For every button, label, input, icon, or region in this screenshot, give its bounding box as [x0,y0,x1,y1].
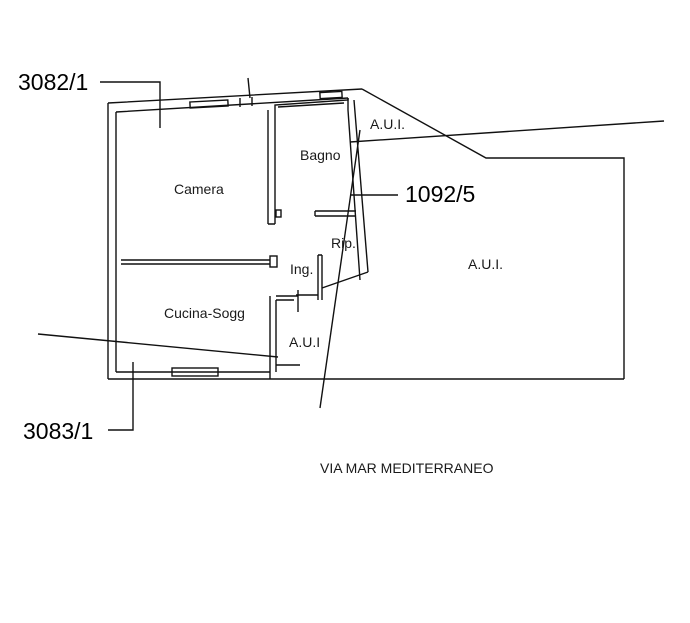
ing-wall [276,295,298,301]
room-label-cucina-sogg: Cucina-Sogg [164,305,245,321]
rip-wall [317,254,323,300]
camera-right-wall [267,109,276,225]
room-label-ing: Ing. [290,261,314,277]
boundary-line-diagonal [319,129,361,409]
door-top [239,77,253,107]
parcel-label-3083-1: 3083/1 [23,418,94,444]
room-label-aui-top: A.U.I. [370,116,406,132]
outer-wall [107,103,117,379]
aui-boundary [361,88,625,379]
room-label-camera: Camera [174,181,224,197]
parcel-label-3082-1: 3082/1 [18,69,89,95]
room-label-rip: Rip. [331,235,356,251]
bottom-wall [108,371,624,380]
window-top-right [319,90,343,100]
door-rip [296,290,318,312]
room-label-aui-small: A.U.I [289,334,321,350]
bagno-bottom-wall [314,210,356,217]
window-top-left [189,99,229,109]
leader-3083 [108,362,134,431]
wall-stub [269,255,278,268]
camera-cucina-wall [121,259,270,265]
room-label-aui-large: A.U.I. [468,256,504,272]
room-label-bagno: Bagno [300,147,341,163]
wall-stub-camera [275,209,282,218]
top-wall [107,88,363,113]
street-name: VIA MAR MEDITERRANEO [320,460,494,476]
window-bottom [171,367,219,377]
bagno-right-wall [347,98,369,281]
parcel-label-1092-5: 1092/5 [405,181,476,207]
cucina-right-wall [269,296,277,379]
rip-diag [321,271,369,289]
boundary-line-left [37,333,279,358]
boundary-line-top [349,120,665,143]
leader-3082 [100,81,161,128]
